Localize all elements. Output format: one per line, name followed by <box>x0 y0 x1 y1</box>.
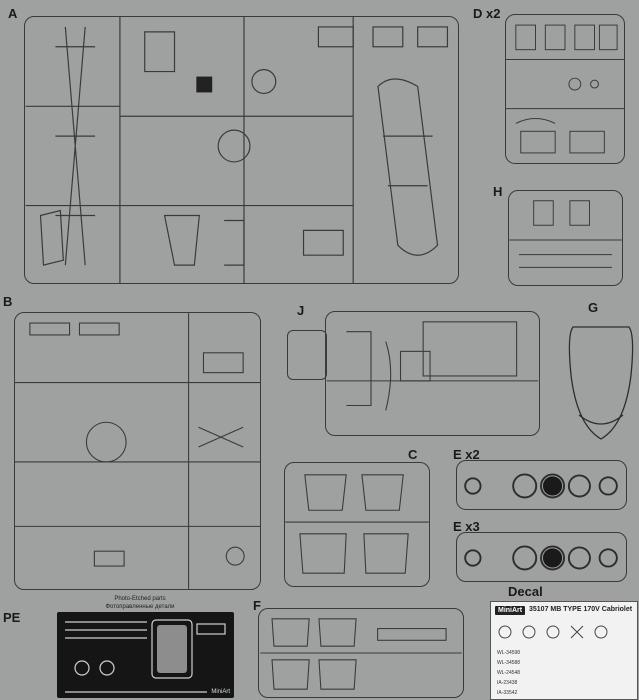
pe-fret: MiniArt <box>57 612 234 698</box>
sprue-e-x3-parts <box>464 545 618 571</box>
decal-plate: IA-23438 <box>497 680 518 686</box>
sprue-c-parts <box>285 474 429 574</box>
pe-brand: MiniArt <box>211 689 230 695</box>
sprue-e-x3 <box>456 532 627 582</box>
sprue-h <box>508 190 623 286</box>
sprue-j-panel <box>287 330 327 380</box>
sprue-c-label: C <box>408 447 418 462</box>
decal-sheet: MiniArt 35107 MB TYPE 170V Cabriolet WL-… <box>490 601 638 700</box>
decal-brand: MiniArt <box>495 606 526 615</box>
sprue-c <box>284 462 430 587</box>
sprue-f <box>258 608 464 698</box>
decal-plates: WL-34598 WL-34588 WL-24548 IA-23438 IA-3… <box>497 648 520 698</box>
decal-plate: WL-34588 <box>497 660 521 666</box>
sprue-e-x2 <box>456 460 627 510</box>
sprue-e-x3-label: E x3 <box>453 519 480 534</box>
sprue-b-parts <box>15 313 260 589</box>
sprue-a-label: A <box>8 6 18 21</box>
sprue-a <box>24 16 459 284</box>
sprue-h-label: H <box>493 184 503 199</box>
decal-plate: IA-33542 <box>497 690 518 696</box>
pe-label: PE <box>3 610 21 625</box>
pe-parts <box>65 619 226 693</box>
sprue-d-label: D x2 <box>473 6 501 21</box>
decal-plate: WL-34598 <box>497 650 521 656</box>
part-g-label: G <box>588 300 599 315</box>
decal-label: Decal <box>508 584 543 599</box>
decal-title: 35107 MB TYPE 170V Cabriolet <box>529 606 633 613</box>
sprue-e-x2-parts <box>464 473 618 499</box>
sprue-e-x2-label: E x2 <box>453 447 480 462</box>
decal-plate: WL-24548 <box>497 670 521 676</box>
sprue-b <box>14 312 261 590</box>
sprue-d <box>505 14 625 164</box>
sprue-f-label: F <box>253 598 261 613</box>
sprue-j-label: J <box>297 303 305 318</box>
part-g-body <box>568 326 634 440</box>
pe-caption-en: Photo-Etched parts <box>114 596 166 602</box>
pe-caption-ru: Фотоправленные детали <box>105 604 175 610</box>
sprue-a-parts <box>25 17 449 283</box>
sprue-j <box>325 311 540 436</box>
sprue-h-parts <box>509 200 622 268</box>
sprue-b-label: B <box>3 294 13 309</box>
sprue-f-parts <box>260 618 462 690</box>
sprue-j-parts <box>326 321 539 411</box>
sprue-d-parts <box>506 24 624 154</box>
decal-insignia <box>498 625 608 639</box>
